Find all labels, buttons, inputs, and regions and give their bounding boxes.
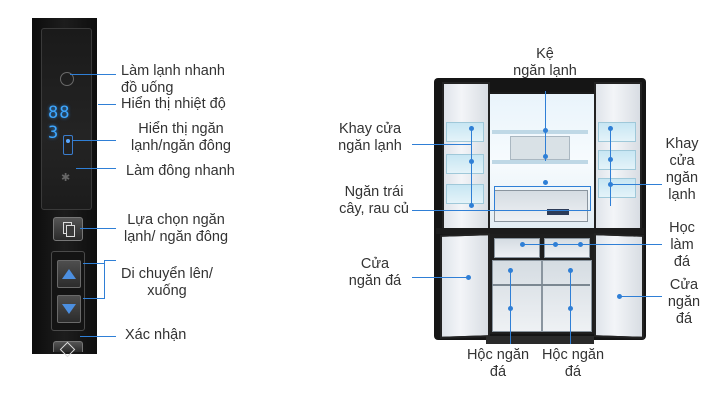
label-freezer-drawer-right: Hộc ngăn đá — [541, 347, 605, 380]
label-temp-display: Hiển thị nhiệt độ — [121, 96, 226, 112]
temperature-readout: 88 3 — [48, 103, 71, 143]
quick-cool-icon[interactable] — [60, 72, 74, 86]
label-fridge-door-tray-left: Khay cửa ngăn lạnh — [338, 121, 402, 154]
compartment-indicator-icon — [63, 135, 73, 155]
freezer-door-right — [594, 233, 644, 339]
confirm-button[interactable] — [53, 341, 83, 358]
label-move-updown: Di chuyển lên/ xuống — [121, 266, 213, 299]
move-down-button[interactable] — [57, 295, 81, 323]
label-fridge-shelf: Kệ ngăn lạnh — [513, 46, 577, 79]
freezer-drawer-right — [542, 260, 592, 332]
move-updown-group — [51, 251, 85, 331]
label-freezer-door-left: Cửa ngăn đá — [348, 256, 402, 289]
label-confirm: Xác nhận — [125, 327, 187, 343]
label-freezer-drawer-left: Hộc ngăn đá — [466, 347, 530, 380]
label-freezer-door-right: Cửa ngăn đá — [667, 277, 701, 327]
freezer-door-left — [440, 233, 490, 339]
label-ice-box: Học làm đá — [669, 220, 695, 270]
quick-freeze-icon[interactable]: ✱ — [61, 171, 71, 184]
fridge-image — [434, 74, 646, 350]
label-fridge-door-tray-right: Khay cửa ngăn lạnh — [665, 136, 699, 203]
panel-display: 88 3 ✱ — [41, 28, 92, 210]
label-compartment-display: Hiển thị ngăn lạnh/ngăn đông — [131, 121, 231, 154]
move-up-button[interactable] — [57, 260, 81, 288]
freezer-drawer-left — [492, 260, 542, 332]
ice-box — [544, 238, 590, 258]
control-panel: 88 3 ✱ — [32, 18, 97, 358]
label-quick-freeze: Làm đông nhanh — [126, 163, 235, 179]
select-compartment-button[interactable] — [53, 217, 83, 241]
crisper-drawer — [494, 190, 588, 222]
label-select-compartment: Lựa chọn ngăn lạnh/ ngăn đông — [124, 212, 229, 245]
label-quick-cool: Làm lạnh nhanh đồ uống — [121, 63, 225, 96]
label-crisper: Ngăn trái cây, rau củ — [339, 184, 409, 217]
